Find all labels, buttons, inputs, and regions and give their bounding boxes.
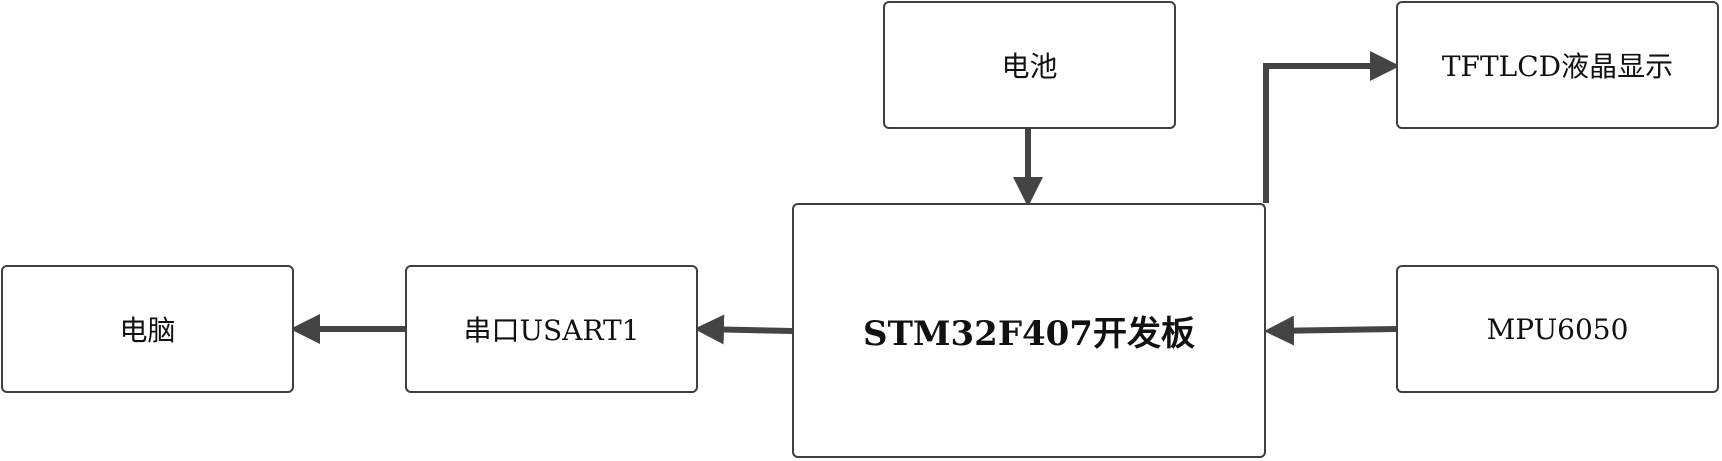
computer-label: 电脑 <box>119 314 176 347</box>
board-node: STM32F407开发板 <box>792 203 1266 458</box>
usart-node: 串口USART1 <box>405 265 698 393</box>
mpu-node: MPU6050 <box>1396 265 1719 393</box>
battery-node: 电池 <box>883 1 1176 129</box>
board-label: STM32F407开发板 <box>863 314 1195 354</box>
arrow-board-to-lcd <box>1263 51 1400 203</box>
lcd-node: TFTLCD液晶显示 <box>1396 1 1719 129</box>
arrow-board-to-usart <box>694 314 793 345</box>
battery-label: 电池 <box>1001 50 1058 83</box>
mpu-label: MPU6050 <box>1486 312 1629 346</box>
arrow-mpu-to-board <box>1264 315 1397 346</box>
lcd-label: TFTLCD液晶显示 <box>1441 50 1674 83</box>
usart-label: 串口USART1 <box>463 314 640 347</box>
computer-node: 电脑 <box>1 265 294 393</box>
